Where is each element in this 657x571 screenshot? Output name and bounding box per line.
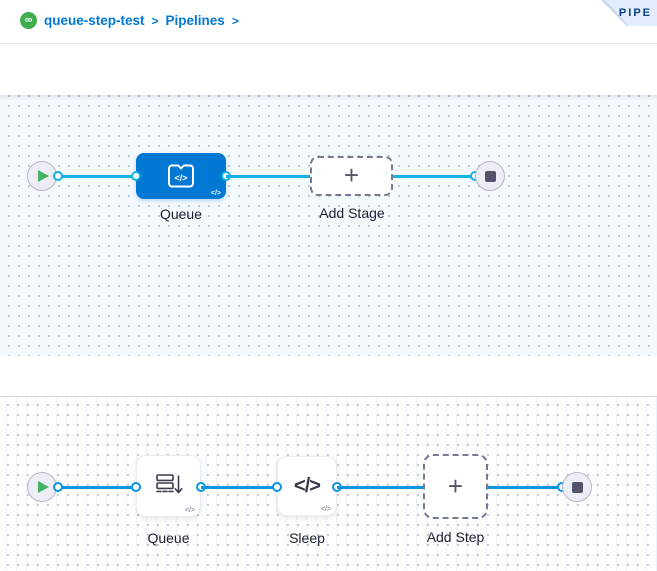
- plus-icon: +: [343, 160, 360, 190]
- step-label: Sleep: [289, 530, 325, 546]
- pipeline-canvas[interactable]: [0, 95, 657, 356]
- stop-icon: [484, 170, 496, 182]
- stop-icon: [571, 481, 583, 493]
- sleep-code-icon: </>: [294, 474, 321, 497]
- breadcrumb-pipelines-link[interactable]: Pipelines: [165, 13, 225, 28]
- studio-ribbon-label: PIPE: [618, 7, 652, 19]
- stage-node-queue[interactable]: </> </>: [136, 153, 226, 199]
- svg-text:</>: </>: [174, 173, 187, 183]
- breadcrumb-chevron-icon: >: [151, 13, 159, 28]
- connector-dot[interactable]: [131, 171, 141, 181]
- breadcrumb-chevron-icon: >: [231, 13, 239, 28]
- add-step-button[interactable]: +: [423, 454, 488, 519]
- custom-stage-icon: </>: [163, 160, 199, 192]
- add-step-label: Add Step: [426, 529, 485, 545]
- stage-label: Queue: [159, 206, 203, 222]
- project-icon: ∞: [20, 12, 37, 29]
- add-stage-button[interactable]: +: [310, 156, 393, 196]
- step-node-queue[interactable]: </>: [136, 455, 201, 517]
- yaml-badge: </>: [210, 190, 221, 197]
- step-label: Queue: [147, 530, 190, 546]
- execution-start-node: [27, 472, 57, 502]
- plus-icon: +: [447, 470, 464, 501]
- connector-dot[interactable]: [131, 482, 141, 492]
- execution-end-node: [562, 472, 592, 502]
- queue-step-icon: [154, 471, 184, 501]
- wire: [201, 485, 277, 489]
- add-stage-label: Add Stage: [319, 205, 385, 221]
- stage-tab-bar: Overview › Execution › Advanced: [0, 356, 657, 397]
- connector-dot[interactable]: [53, 171, 63, 181]
- wire: [488, 485, 562, 489]
- pipeline-end-node: [475, 161, 505, 191]
- wire: [393, 174, 475, 178]
- breadcrumb: ∞ queue-step-test > Pipelines >: [20, 12, 239, 29]
- wire: [58, 174, 136, 178]
- yaml-badge: </>: [184, 507, 195, 514]
- step-node-sleep[interactable]: </> </>: [277, 456, 337, 516]
- yaml-badge: </>: [320, 506, 331, 513]
- title-bar: Queue VISU: [0, 44, 657, 125]
- wire: [337, 485, 423, 489]
- wire: [226, 174, 310, 178]
- play-icon: [38, 170, 49, 182]
- connector-dot[interactable]: [53, 482, 63, 492]
- breadcrumb-bar: ∞ queue-step-test > Pipelines > PIPE: [0, 0, 657, 44]
- connector-dot[interactable]: [272, 482, 282, 492]
- wire: [58, 485, 136, 489]
- breadcrumb-project-link[interactable]: queue-step-test: [44, 13, 145, 28]
- play-icon: [38, 481, 49, 493]
